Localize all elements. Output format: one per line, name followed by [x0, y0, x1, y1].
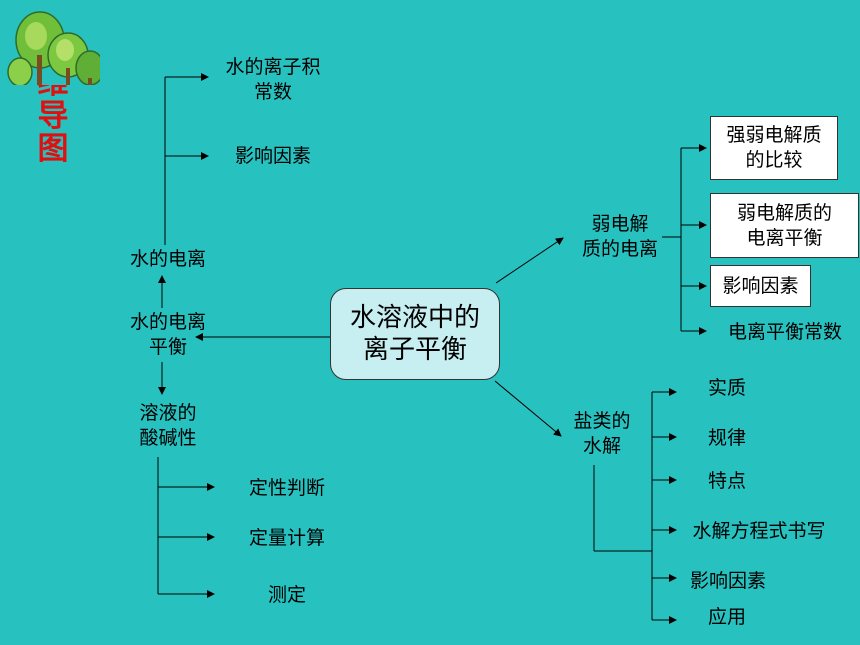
node-strong-weak-comparison: 强弱电解质 的比较: [710, 116, 838, 180]
node-line: 平衡: [148, 336, 187, 358]
node-weak-electrolyte-ionization: 弱电解 质的电离: [566, 212, 674, 262]
node-weak-electrolyte-equilibrium: 弱电解质的 电离平衡: [710, 193, 859, 258]
node-line: 强弱电解质: [726, 124, 822, 146]
node-salt-hydrolysis: 盐类的 水解: [554, 409, 650, 459]
node-line: 溶液的: [139, 402, 197, 424]
node-line: 水的离子积: [225, 56, 321, 78]
node-essence: 实质: [707, 377, 746, 399]
central-topic-line2: 离子平衡: [362, 335, 467, 365]
node-solution-acidity: 溶液的 酸碱性: [112, 401, 224, 451]
central-topic-node: 水溶液中的 离子平衡: [330, 288, 500, 380]
node-application: 应用: [707, 606, 746, 628]
node-line: 酸碱性: [139, 427, 197, 449]
node-line: 质的电离: [581, 238, 658, 260]
node-water-factors: 影响因素: [234, 145, 311, 167]
node-water-ionization-equilibrium: 水的电离 平衡: [112, 310, 224, 360]
arrow-to-salt-hydrolysis: [494, 380, 562, 437]
node-salt-factors: 影响因素: [689, 570, 766, 592]
node-weak-electrolyte-factors: 影响因素: [710, 265, 811, 307]
node-rule: 规律: [707, 427, 746, 449]
node-quantitative-calculation: 定量计算: [248, 527, 325, 549]
node-line: 的比较: [745, 149, 803, 171]
tree-decoration-icon: [7, 0, 100, 85]
node-features: 特点: [707, 470, 746, 492]
title-char: 导: [37, 98, 69, 134]
node-line: 弱电解: [591, 213, 649, 235]
central-topic-line1: 水溶液中的: [349, 303, 480, 333]
node-water-ion-product: 水的离子积 常数: [212, 55, 334, 105]
node-line: 水解: [582, 435, 621, 457]
title-char: 图: [37, 131, 69, 167]
node-water-ionization: 水的电离: [129, 248, 206, 270]
node-line: 常数: [253, 81, 292, 103]
node-line: 盐类的: [573, 410, 631, 432]
node-ionization-constant: 电离平衡常数: [727, 321, 842, 343]
node-qualitative-judgment: 定性判断: [248, 477, 325, 499]
node-line: 弱电解质的: [736, 201, 832, 224]
node-line: 水的电离: [129, 311, 206, 333]
node-measurement: 测定: [267, 584, 306, 606]
arrow-to-weak-electrolyte: [495, 237, 564, 284]
node-line: 电离平衡: [746, 226, 823, 249]
node-hydrolysis-equation: 水解方程式书写: [692, 520, 826, 542]
